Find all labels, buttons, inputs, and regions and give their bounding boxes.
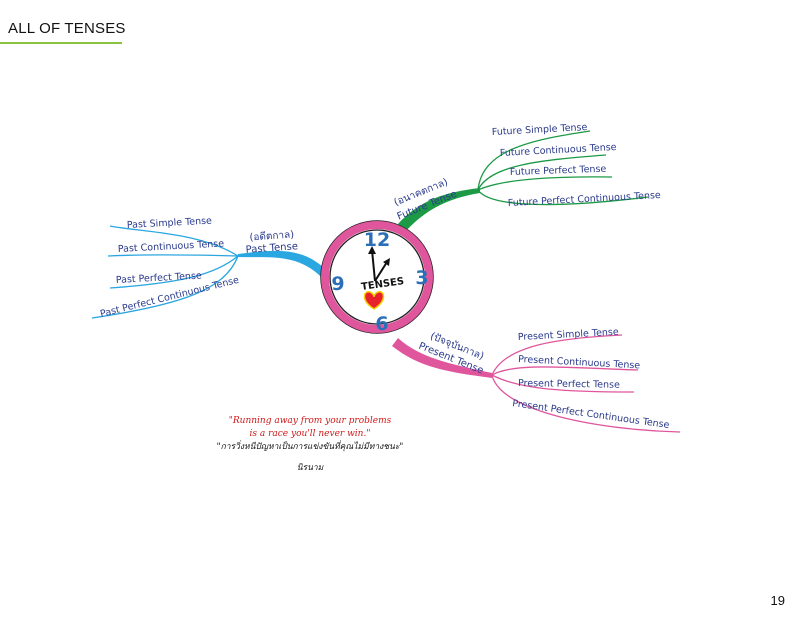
- heart-icon: [363, 291, 385, 310]
- clock-hour-hand: [371, 249, 376, 282]
- present-perfect-continuous-line: [491, 374, 681, 433]
- past-simple-line: [109, 225, 239, 257]
- past-perfect-continuous-line: [91, 255, 239, 319]
- clock-number-3: 3: [415, 267, 428, 289]
- past-item-label: Past Continuous Tense: [118, 238, 225, 255]
- minute-hand-arrow-icon: [383, 258, 390, 266]
- future-branch-trunk: [398, 188, 480, 232]
- future-item-label: Future Perfect Tense: [510, 164, 607, 178]
- present-simple-line: [491, 334, 623, 376]
- quote-thai: "การวิ่งหนีปัญหาเป็นการแข่งขันที่คุณไม่ม…: [216, 442, 404, 452]
- page-number: 19: [770, 593, 785, 608]
- past-branch-title: (อดีตกาล) Past Tense: [245, 228, 298, 255]
- header-accent-rule: [0, 42, 122, 44]
- past-perfect-line: [109, 255, 239, 289]
- present-sub-branches: [491, 334, 681, 433]
- present-item-label: Present Perfect Continuous Tense: [512, 398, 671, 431]
- present-items: Present Simple Tense Present Continuous …: [512, 327, 671, 431]
- present-perfect-line: [491, 374, 635, 393]
- future-perfect-continuous-line: [477, 189, 649, 206]
- present-item-label: Present Simple Tense: [518, 327, 620, 343]
- svg-text:Past Tense: Past Tense: [245, 241, 298, 256]
- future-item-label: Future Continuous Tense: [500, 142, 617, 159]
- present-item-label: Present Perfect Tense: [518, 378, 620, 391]
- present-item-label: Present Continuous Tense: [518, 354, 641, 371]
- future-sub-branches: [477, 130, 649, 206]
- past-item-label: Past Perfect Tense: [116, 271, 203, 286]
- future-branch-title: (อนาคตกาล) Future Tense: [392, 177, 458, 223]
- future-simple-line: [477, 130, 591, 191]
- future-item-label: Future Simple Tense: [492, 122, 588, 138]
- clock: 12 3 6 9 TENSES: [320, 220, 434, 335]
- hour-hand-arrow-icon: [368, 246, 376, 254]
- quote-english-line-2: is a race you'll never win.": [249, 429, 371, 439]
- future-perfect-line: [477, 176, 613, 191]
- present-continuous-line: [491, 366, 639, 376]
- future-item-label: Future Perfect Continuous Tense: [508, 190, 662, 209]
- past-continuous-line: [107, 254, 239, 257]
- past-item-label: Past Simple Tense: [127, 216, 213, 231]
- clock-number-9: 9: [331, 273, 344, 295]
- quote-block: "Running away from your problems is a ra…: [200, 415, 420, 475]
- clock-number-6: 6: [375, 313, 388, 335]
- past-branch-trunk: [238, 250, 328, 282]
- present-branch-trunk: [392, 338, 492, 378]
- future-continuous-line: [477, 154, 607, 191]
- quote-author: นิรนาม: [296, 463, 324, 473]
- clock-number-12: 12: [364, 229, 390, 251]
- clock-ring-fill: [321, 221, 433, 333]
- page-title: ALL OF TENSES: [8, 20, 126, 37]
- quote-english-line-1: "Running away from your problems: [228, 416, 392, 426]
- past-sub-branches: [91, 225, 239, 319]
- clock-minute-hand: [374, 261, 388, 282]
- svg-text:(อดีตกาล): (อดีตกาล): [249, 228, 294, 243]
